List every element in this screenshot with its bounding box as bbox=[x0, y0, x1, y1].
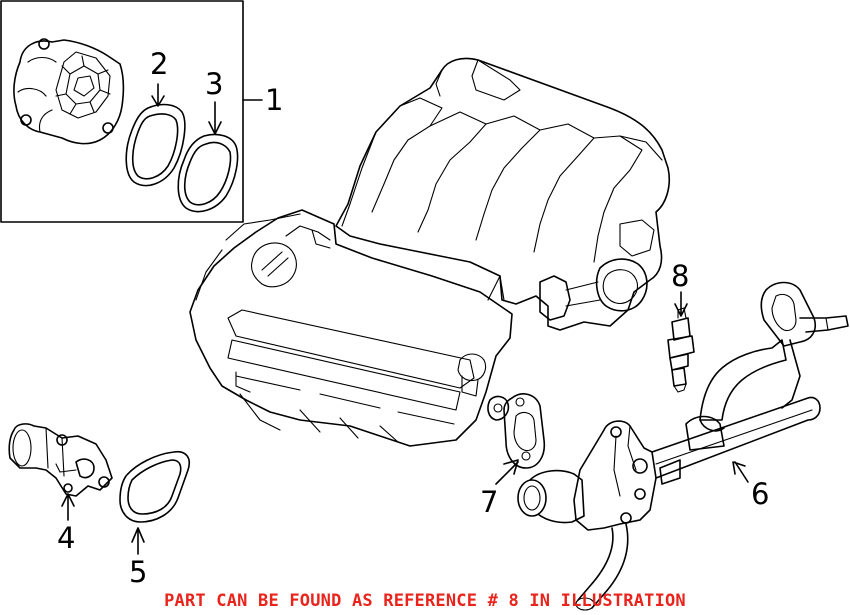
leader-3 bbox=[208, 101, 222, 135]
footer-note: PART CAN BE FOUND AS REFERENCE # 8 IN IL… bbox=[164, 591, 686, 611]
callout-7: 7 bbox=[480, 485, 498, 519]
inset-box bbox=[0, 0, 244, 223]
cylinder-head bbox=[189, 209, 513, 447]
leader-7 bbox=[495, 459, 519, 485]
callout-2: 2 bbox=[150, 47, 168, 81]
leader-4 bbox=[61, 493, 75, 521]
callout-4: 4 bbox=[57, 521, 75, 555]
leader-8 bbox=[674, 291, 688, 317]
water-pump bbox=[13, 38, 125, 145]
callout-8: 8 bbox=[671, 259, 689, 293]
leader-6 bbox=[732, 461, 749, 483]
gasket-2 bbox=[125, 103, 186, 187]
gasket-3 bbox=[177, 133, 239, 213]
leader-2 bbox=[151, 83, 165, 107]
gasket-7 bbox=[487, 393, 546, 469]
callout-6: 6 bbox=[751, 477, 769, 511]
callout-3: 3 bbox=[205, 67, 223, 101]
callout-5: 5 bbox=[129, 555, 147, 589]
sensor-8 bbox=[667, 307, 695, 393]
leader-5 bbox=[131, 527, 145, 555]
gasket-5 bbox=[119, 450, 190, 523]
intake-manifold bbox=[335, 57, 671, 331]
callout-1: 1 bbox=[265, 83, 283, 117]
coolant-pipe bbox=[517, 281, 849, 611]
thermostat-housing bbox=[8, 423, 113, 497]
